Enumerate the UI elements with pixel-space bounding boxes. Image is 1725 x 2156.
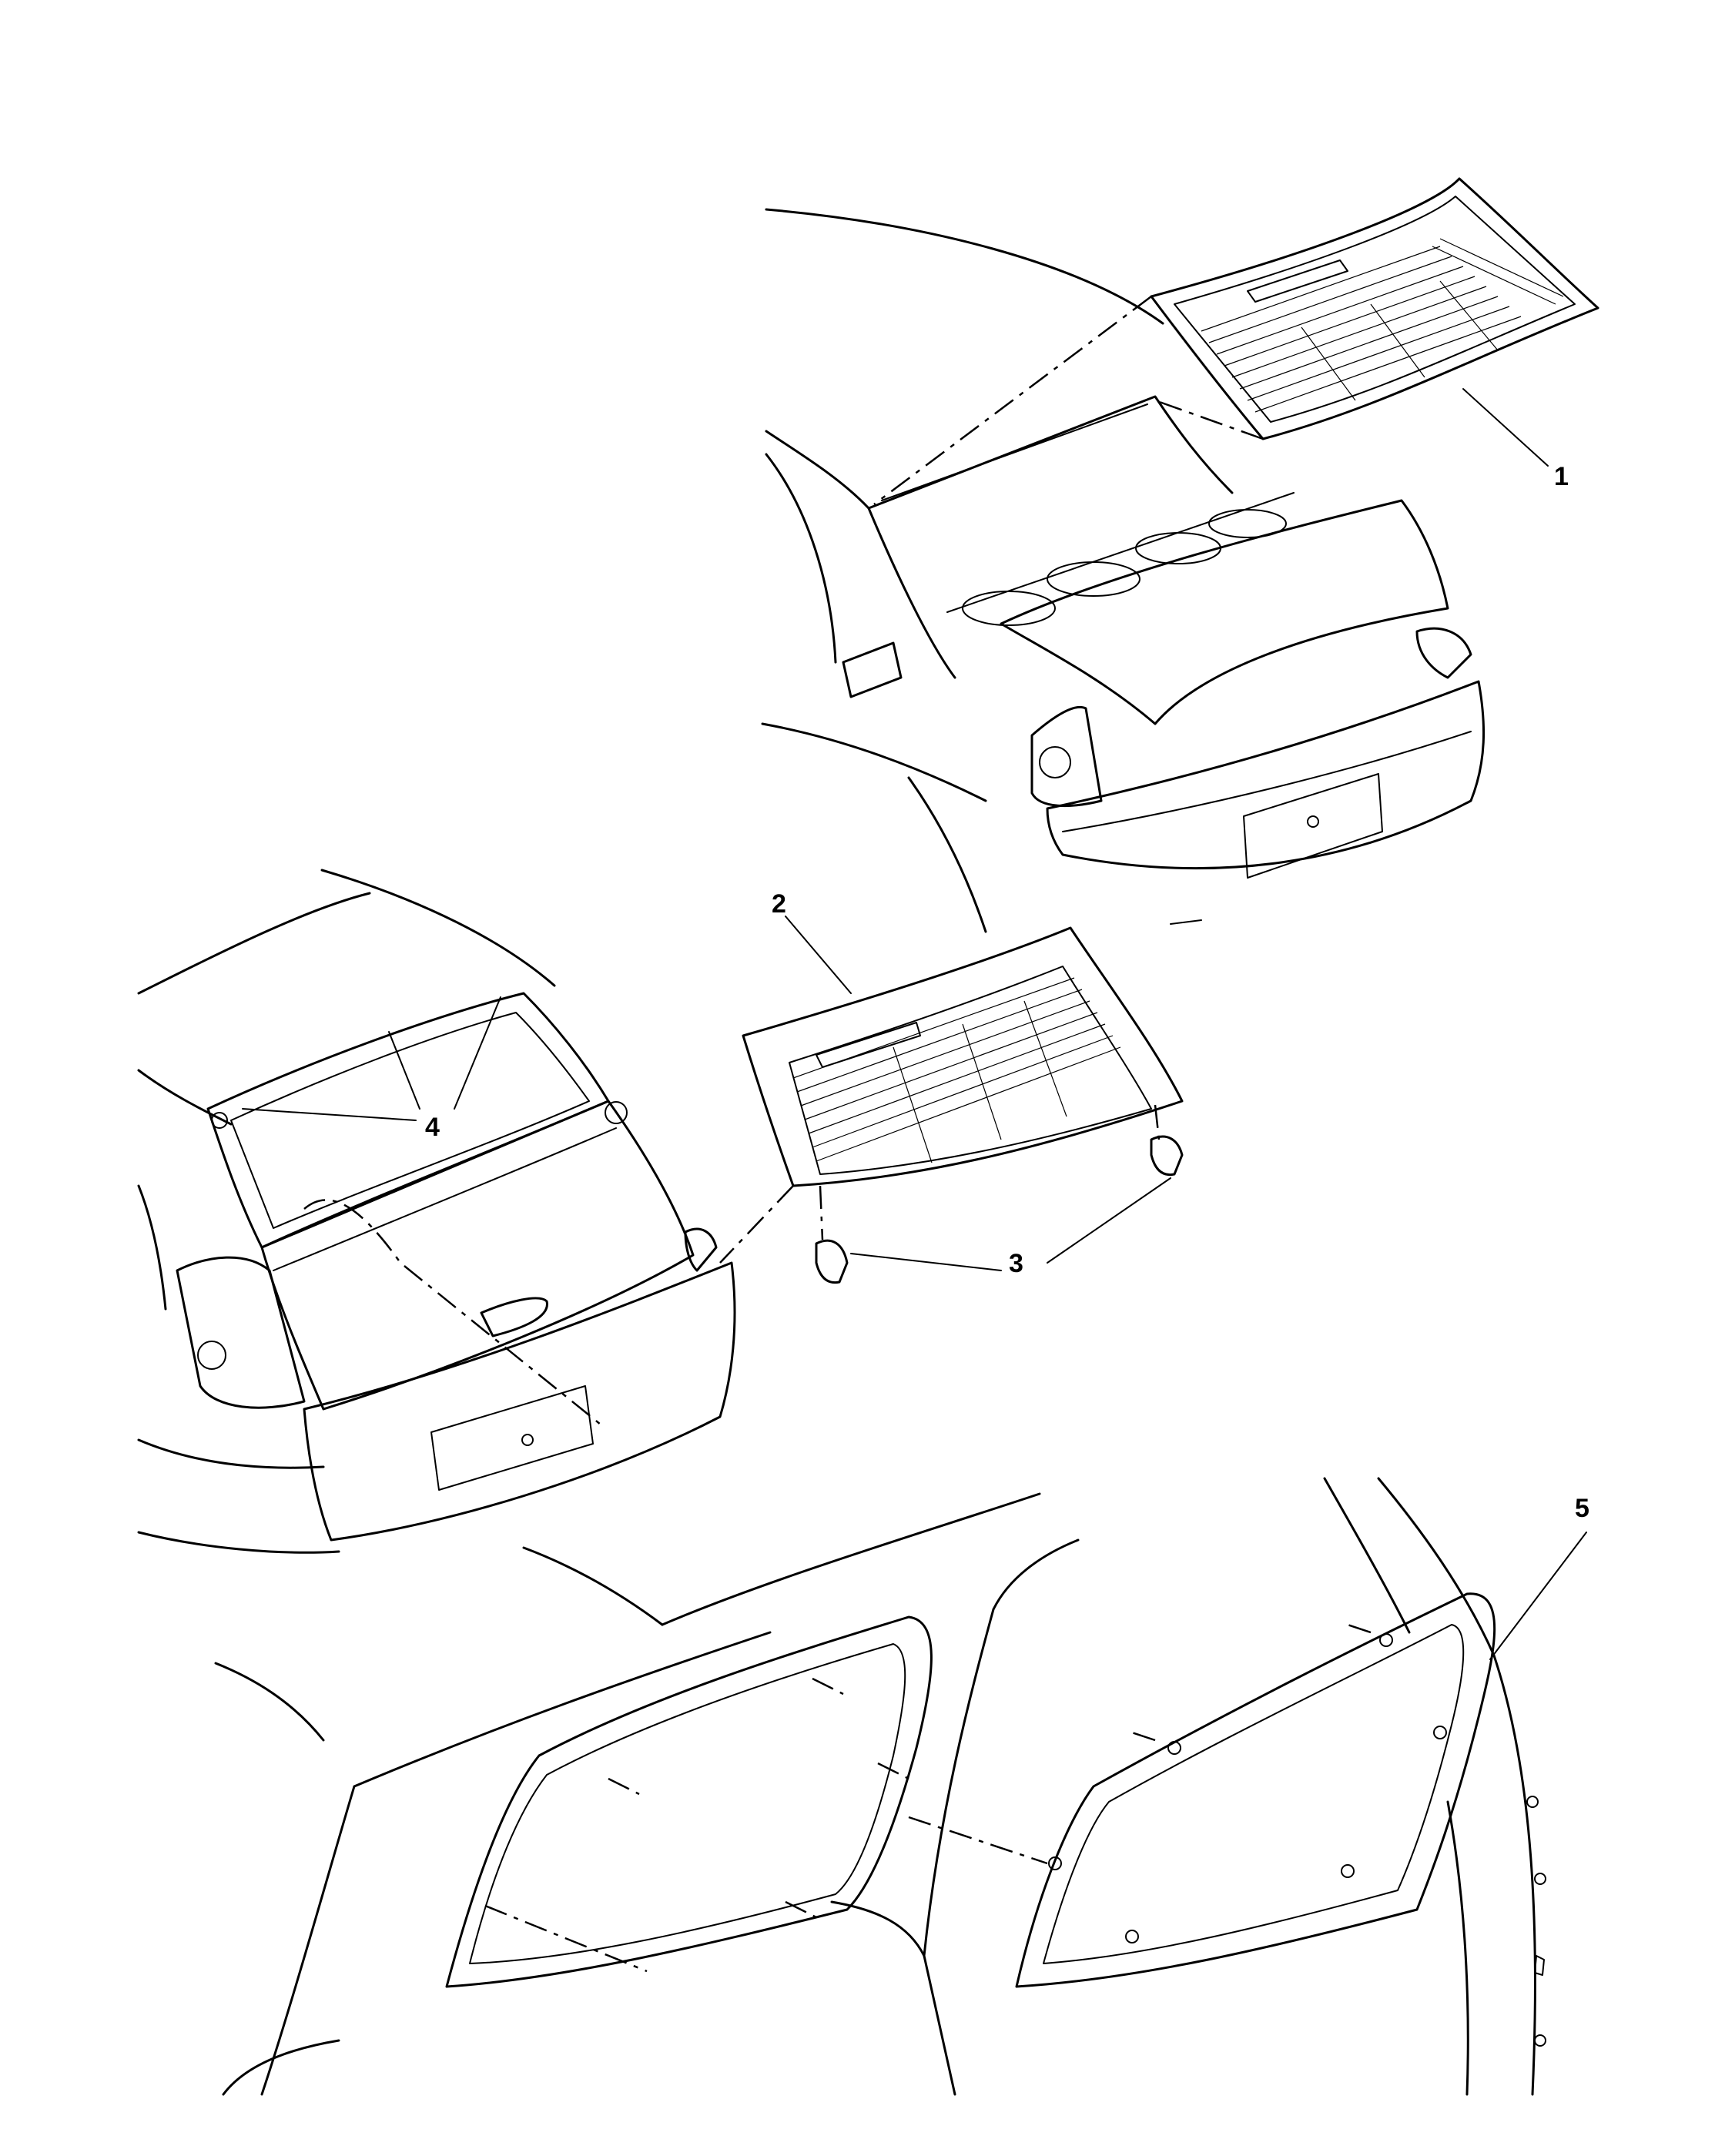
defrost-grid	[792, 977, 1121, 1163]
leader-line	[850, 1253, 1002, 1271]
callout-4: 4	[425, 1113, 440, 1142]
part-3-hinge-brackets	[815, 1135, 1184, 1284]
callout-1: 1	[1554, 462, 1569, 491]
wagon-rear-view	[137, 869, 736, 1554]
tail-lamp	[176, 1256, 306, 1409]
license-plate	[430, 1385, 594, 1491]
quarter-window-opening-left	[445, 1615, 933, 1988]
fuel-door	[842, 641, 903, 698]
callout-2: 2	[772, 889, 786, 919]
callout-5: 5	[1575, 1494, 1589, 1523]
license-plate	[1243, 773, 1383, 879]
trunk-lid	[1000, 499, 1449, 725]
rear-bumper	[1046, 680, 1486, 870]
sedan-rear-view	[761, 208, 1486, 933]
rear-bumper	[303, 1261, 736, 1542]
leader-line	[1489, 1532, 1587, 1660]
hinge-bracket	[815, 1239, 849, 1284]
tail-lamp	[1030, 705, 1103, 807]
liftgate-panel	[260, 1100, 695, 1411]
speaker-opening	[1208, 509, 1287, 538]
defrost-grid	[1201, 238, 1564, 413]
part-2-liftgate-glass	[719, 916, 1184, 1264]
part-1-sedan-backlite-glass	[873, 177, 1599, 505]
callout-4-leaders	[242, 996, 501, 1121]
leader-line	[785, 916, 852, 994]
leader-line	[1462, 388, 1549, 467]
speaker-opening	[1047, 561, 1141, 597]
part-5-quarter-glass	[1015, 1532, 1587, 1988]
hinge-bracket	[1150, 1135, 1184, 1177]
wagon-side-interior-view	[214, 1477, 1546, 2096]
callout-3: 3	[1009, 1249, 1023, 1278]
leader-line	[1047, 1177, 1171, 1264]
liftgate-handle	[480, 1297, 548, 1337]
